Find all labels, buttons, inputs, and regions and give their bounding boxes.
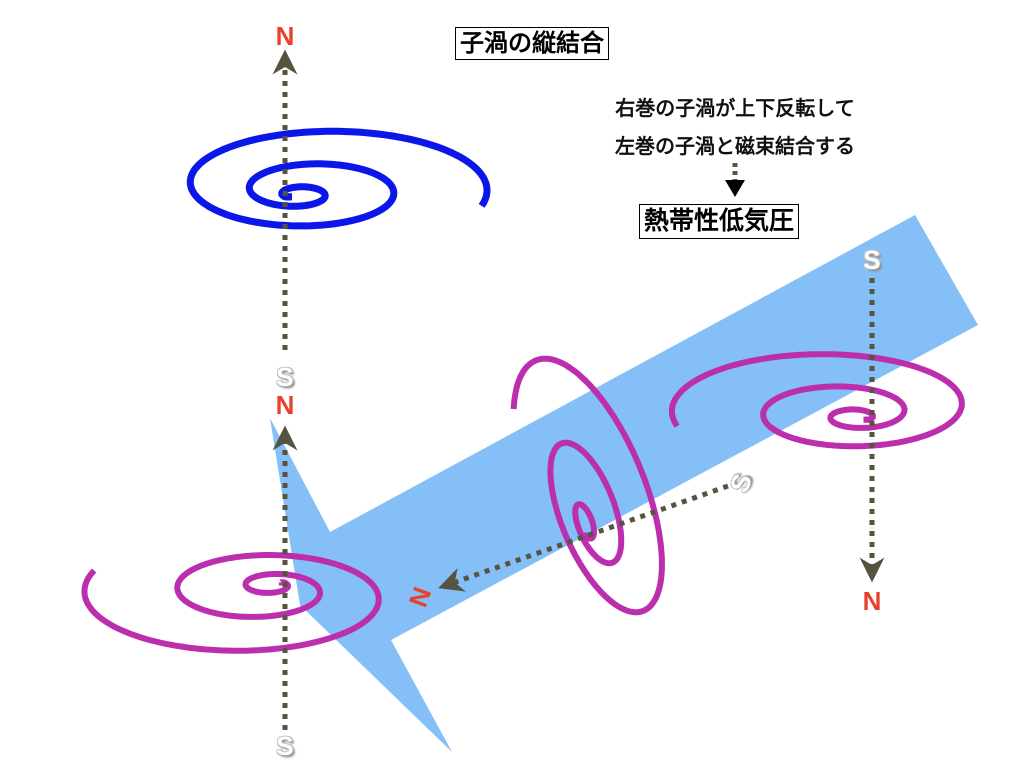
note-line-2: 左巻の子渦と磁束結合する — [615, 134, 855, 158]
magenta-spiral-vertical-middle — [510, 355, 665, 616]
magenta-spiral-lower-left — [81, 552, 382, 654]
axis-arrow-diagonal — [438, 483, 729, 592]
pole-s-right: S — [863, 245, 881, 275]
pole-n-right: N — [862, 586, 882, 616]
pole-s-bottom: S — [276, 731, 294, 761]
pole-s-upper: S — [276, 362, 294, 392]
note-line-1: 右巻の子渦が上下反転して — [615, 96, 855, 120]
band-shape — [270, 215, 978, 752]
title-box: 子渦の縦結合 — [455, 27, 609, 61]
blue-spiral-top — [186, 127, 491, 230]
note-arrow-head — [725, 180, 745, 197]
pole-n-lower: N — [275, 390, 295, 420]
pole-n-top: N — [275, 21, 295, 51]
result-label-box: 熱帯性低気圧 — [639, 204, 800, 239]
